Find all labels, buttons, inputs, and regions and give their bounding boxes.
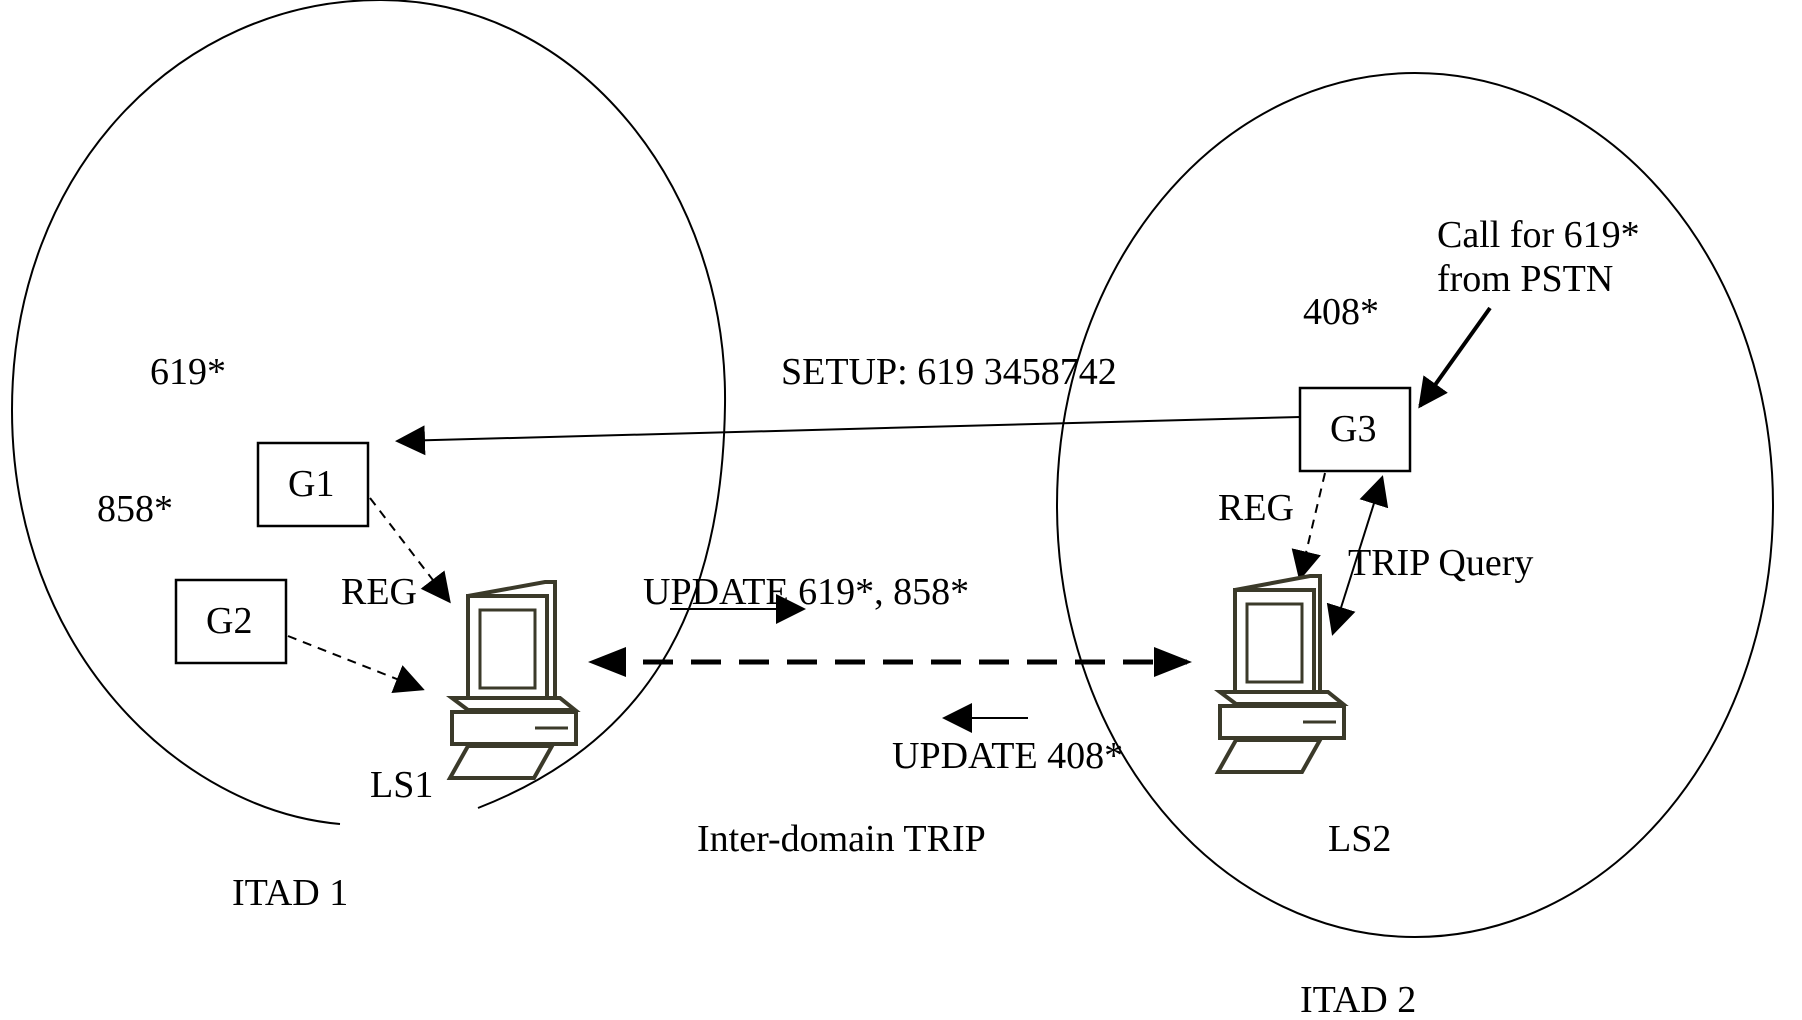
gateway-g2-box	[174, 578, 288, 665]
itad1-label: ITAD 1	[232, 872, 348, 914]
inter-domain-label: Inter-domain TRIP	[697, 818, 986, 860]
ls2-label: LS2	[1328, 818, 1391, 860]
update-back-label: UPDATE 408*	[892, 735, 1123, 777]
trip-query-arrow	[1326, 475, 1389, 636]
gateway-g3-box	[1298, 386, 1412, 473]
prefix-619-label: 619*	[150, 351, 226, 393]
gateway-g3-label: G3	[1330, 408, 1376, 450]
call-label-line2: from PSTN	[1437, 258, 1613, 300]
update-forward-label: UPDATE 619*, 858*	[643, 571, 969, 613]
reg-arrow-g2-ls1	[287, 635, 425, 694]
gateway-g1-box	[256, 441, 370, 528]
gateway-g1-label: G1	[288, 463, 334, 505]
trip-query-label: TRIP Query	[1348, 542, 1533, 584]
reg-arrow-g1-ls1	[369, 497, 451, 604]
ls2-computer-icon	[1214, 574, 1349, 774]
prefix-858-label: 858*	[97, 488, 173, 530]
pstn-call-arrow	[1418, 306, 1492, 409]
setup-label: SETUP: 619 3458742	[781, 351, 1117, 393]
ls1-label: LS1	[370, 764, 433, 806]
ls1-computer-icon	[446, 580, 581, 780]
inter-domain-arrowhead-left	[588, 647, 626, 677]
prefix-408-label: 408*	[1303, 291, 1379, 333]
itad2-boundary	[1056, 72, 1774, 938]
itad1-boundary	[10, 0, 727, 825]
inter-domain-arrowhead-right	[1154, 647, 1192, 677]
reg-arrow-g3-ls2	[1291, 472, 1326, 581]
reg-label-itad1: REG	[341, 571, 417, 613]
setup-arrow	[395, 416, 1301, 456]
gateway-g2-label: G2	[206, 600, 252, 642]
call-label-line1: Call for 619*	[1437, 214, 1640, 256]
reg-label-itad2: REG	[1218, 487, 1294, 529]
itad2-label: ITAD 2	[1300, 979, 1416, 1020]
